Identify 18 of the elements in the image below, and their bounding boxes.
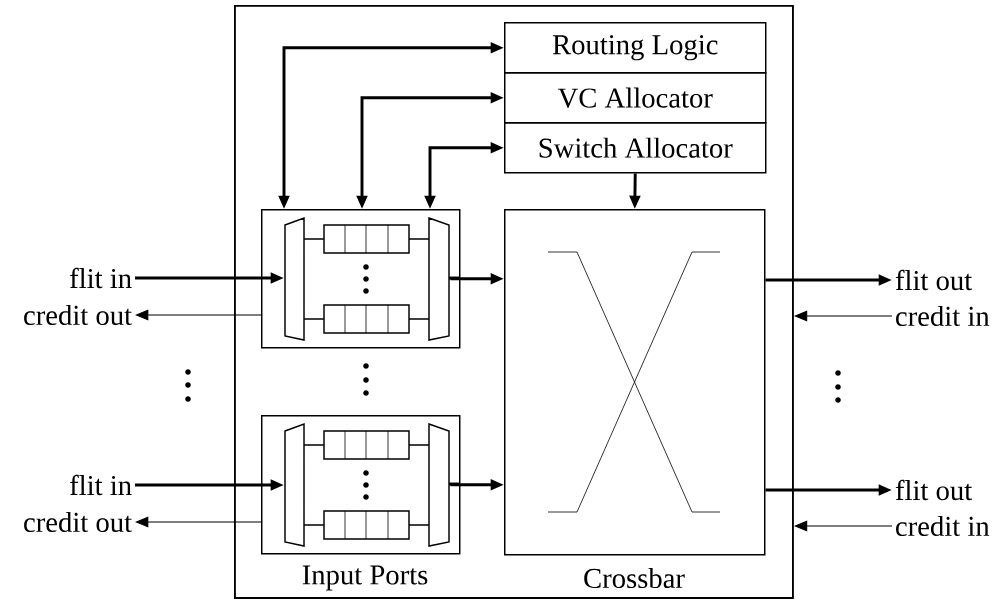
port-label: credit out: [24, 511, 132, 533]
arrow: [135, 516, 262, 528]
port-label: credit out: [24, 304, 132, 326]
input-port-box: [261, 415, 461, 555]
module-box: Routing Logic: [504, 22, 767, 74]
port-label: flit in: [70, 474, 132, 496]
port-label: flit out: [895, 269, 973, 291]
port-label: flit out: [895, 479, 973, 501]
input-port-box: [261, 209, 461, 349]
section-label: Input Ports: [302, 565, 428, 591]
crossbar-label: Crossbar: [584, 567, 685, 589]
module-box: VC Allocator: [504, 72, 767, 124]
router-box: [234, 5, 794, 599]
arrow: [135, 309, 262, 321]
port-label: credit in: [896, 305, 990, 327]
port-label: credit in: [896, 515, 990, 537]
port-label: flit in: [70, 267, 132, 289]
module-box: Switch Allocator: [504, 122, 767, 174]
